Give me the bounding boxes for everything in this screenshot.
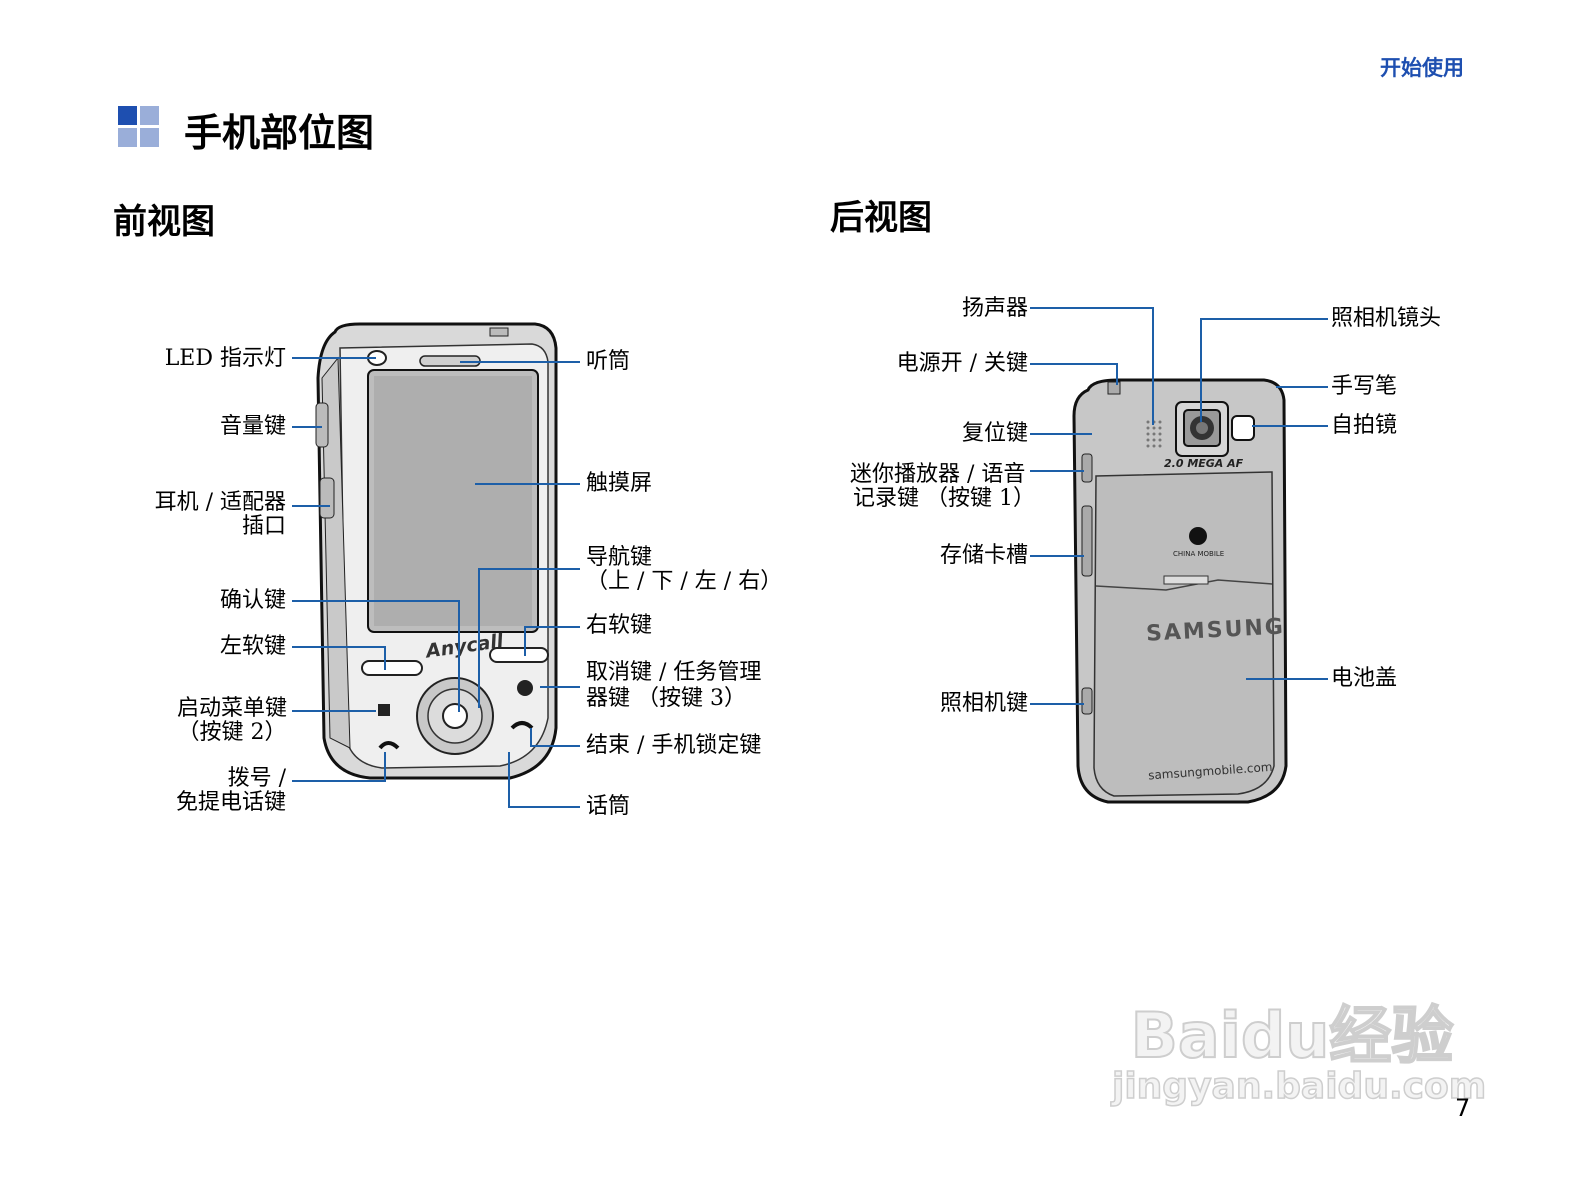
leader-line	[508, 752, 510, 808]
watermark-url: jingyan.baidu.com	[1112, 1066, 1472, 1107]
label-dial-2: 免提电话键	[176, 790, 286, 816]
china-mobile-icon	[1189, 527, 1207, 545]
label-stylus: 手写笔	[1331, 374, 1397, 400]
label-right-soft: 右软键	[586, 613, 652, 639]
label-cancel-1: 取消键 / 任务管理	[586, 660, 761, 686]
leader-line	[1116, 363, 1118, 385]
leader-line	[292, 357, 376, 359]
label-card-slot: 存储卡槽	[940, 543, 1028, 569]
watermark-brand: Baidu经验	[1112, 985, 1472, 1075]
leader-line	[1252, 425, 1328, 427]
label-battery: 电池盖	[1331, 666, 1397, 692]
leader-line	[508, 806, 580, 808]
leader-line	[524, 626, 526, 656]
page-number: 7	[1455, 1094, 1470, 1122]
label-confirm: 确认键	[220, 588, 286, 614]
label-led: LED 指示灯	[165, 346, 286, 372]
label-volume: 音量键	[220, 414, 286, 440]
label-power: 电源开 / 关键	[897, 351, 1028, 377]
leader-line	[1200, 318, 1202, 422]
label-camera-key: 照相机键	[940, 691, 1028, 717]
page-title: 手机部位图	[184, 102, 374, 157]
back-view-heading: 后视图	[830, 190, 932, 239]
leader-line	[1030, 555, 1084, 557]
carrier-text: CHINA MOBILE	[1173, 550, 1224, 558]
label-start-2: （按键 2）	[170, 720, 294, 746]
leader-line	[475, 483, 580, 485]
leader-line	[292, 426, 322, 428]
leader-line	[1030, 470, 1084, 472]
leader-line	[292, 600, 460, 602]
camera-badge: 2.0 MEGA AF	[1164, 457, 1244, 470]
back-phone-illustration: 2.0 MEGA AF CHINA MOBILE SAMSUNG samsung…	[1068, 376, 1294, 808]
label-end: 结束 / 手机锁定键	[586, 733, 761, 759]
label-earpiece: 听筒	[586, 349, 630, 375]
leader-line	[384, 752, 386, 782]
label-mini-player-2: 记录键 （按键 1）	[853, 486, 1035, 512]
label-dial-1: 拨号 /	[228, 766, 286, 792]
leader-line	[1200, 318, 1328, 320]
leader-line	[292, 646, 386, 648]
leader-line	[1246, 678, 1328, 680]
leader-line	[292, 505, 330, 507]
leader-line	[384, 646, 386, 670]
leader-line	[292, 780, 386, 782]
front-view-heading: 前视图	[113, 194, 215, 243]
label-start-1: 启动菜单键	[170, 696, 294, 722]
leader-line	[1030, 703, 1084, 705]
leader-line	[530, 728, 532, 747]
leader-line	[292, 710, 376, 712]
section-tag: 开始使用	[1380, 52, 1464, 82]
leader-line	[1276, 386, 1328, 388]
label-nav-2: （上 / 下 / 左 / 右）	[586, 569, 782, 595]
leader-line	[458, 600, 460, 712]
squares-icon	[118, 106, 160, 148]
front-phone-illustration: Anycall	[300, 318, 570, 788]
leader-line	[1152, 307, 1154, 425]
label-lens: 照相机镜头	[1331, 306, 1441, 332]
leader-line	[1030, 433, 1092, 435]
label-reset: 复位键	[962, 421, 1028, 447]
label-mirror: 自拍镜	[1331, 413, 1397, 439]
leader-line	[540, 686, 580, 688]
label-nav-1: 导航键	[586, 545, 652, 571]
leader-line	[524, 626, 580, 628]
leader-line	[460, 361, 580, 363]
leader-line	[530, 745, 580, 747]
leader-line	[1030, 307, 1154, 309]
label-touchscreen: 触摸屏	[586, 471, 652, 497]
label-left-soft: 左软键	[220, 634, 286, 660]
leader-line	[478, 568, 480, 708]
label-headset-2: 插口	[242, 514, 286, 540]
label-cancel-2: 器键 （按键 3）	[586, 686, 746, 712]
label-speaker: 扬声器	[962, 296, 1028, 322]
label-headset-1: 耳机 / 适配器	[155, 490, 286, 516]
label-mini-player-1: 迷你播放器 / 语音	[850, 462, 1025, 488]
leader-line	[478, 568, 580, 570]
leader-line	[1030, 363, 1118, 365]
label-mic: 话筒	[586, 794, 630, 820]
